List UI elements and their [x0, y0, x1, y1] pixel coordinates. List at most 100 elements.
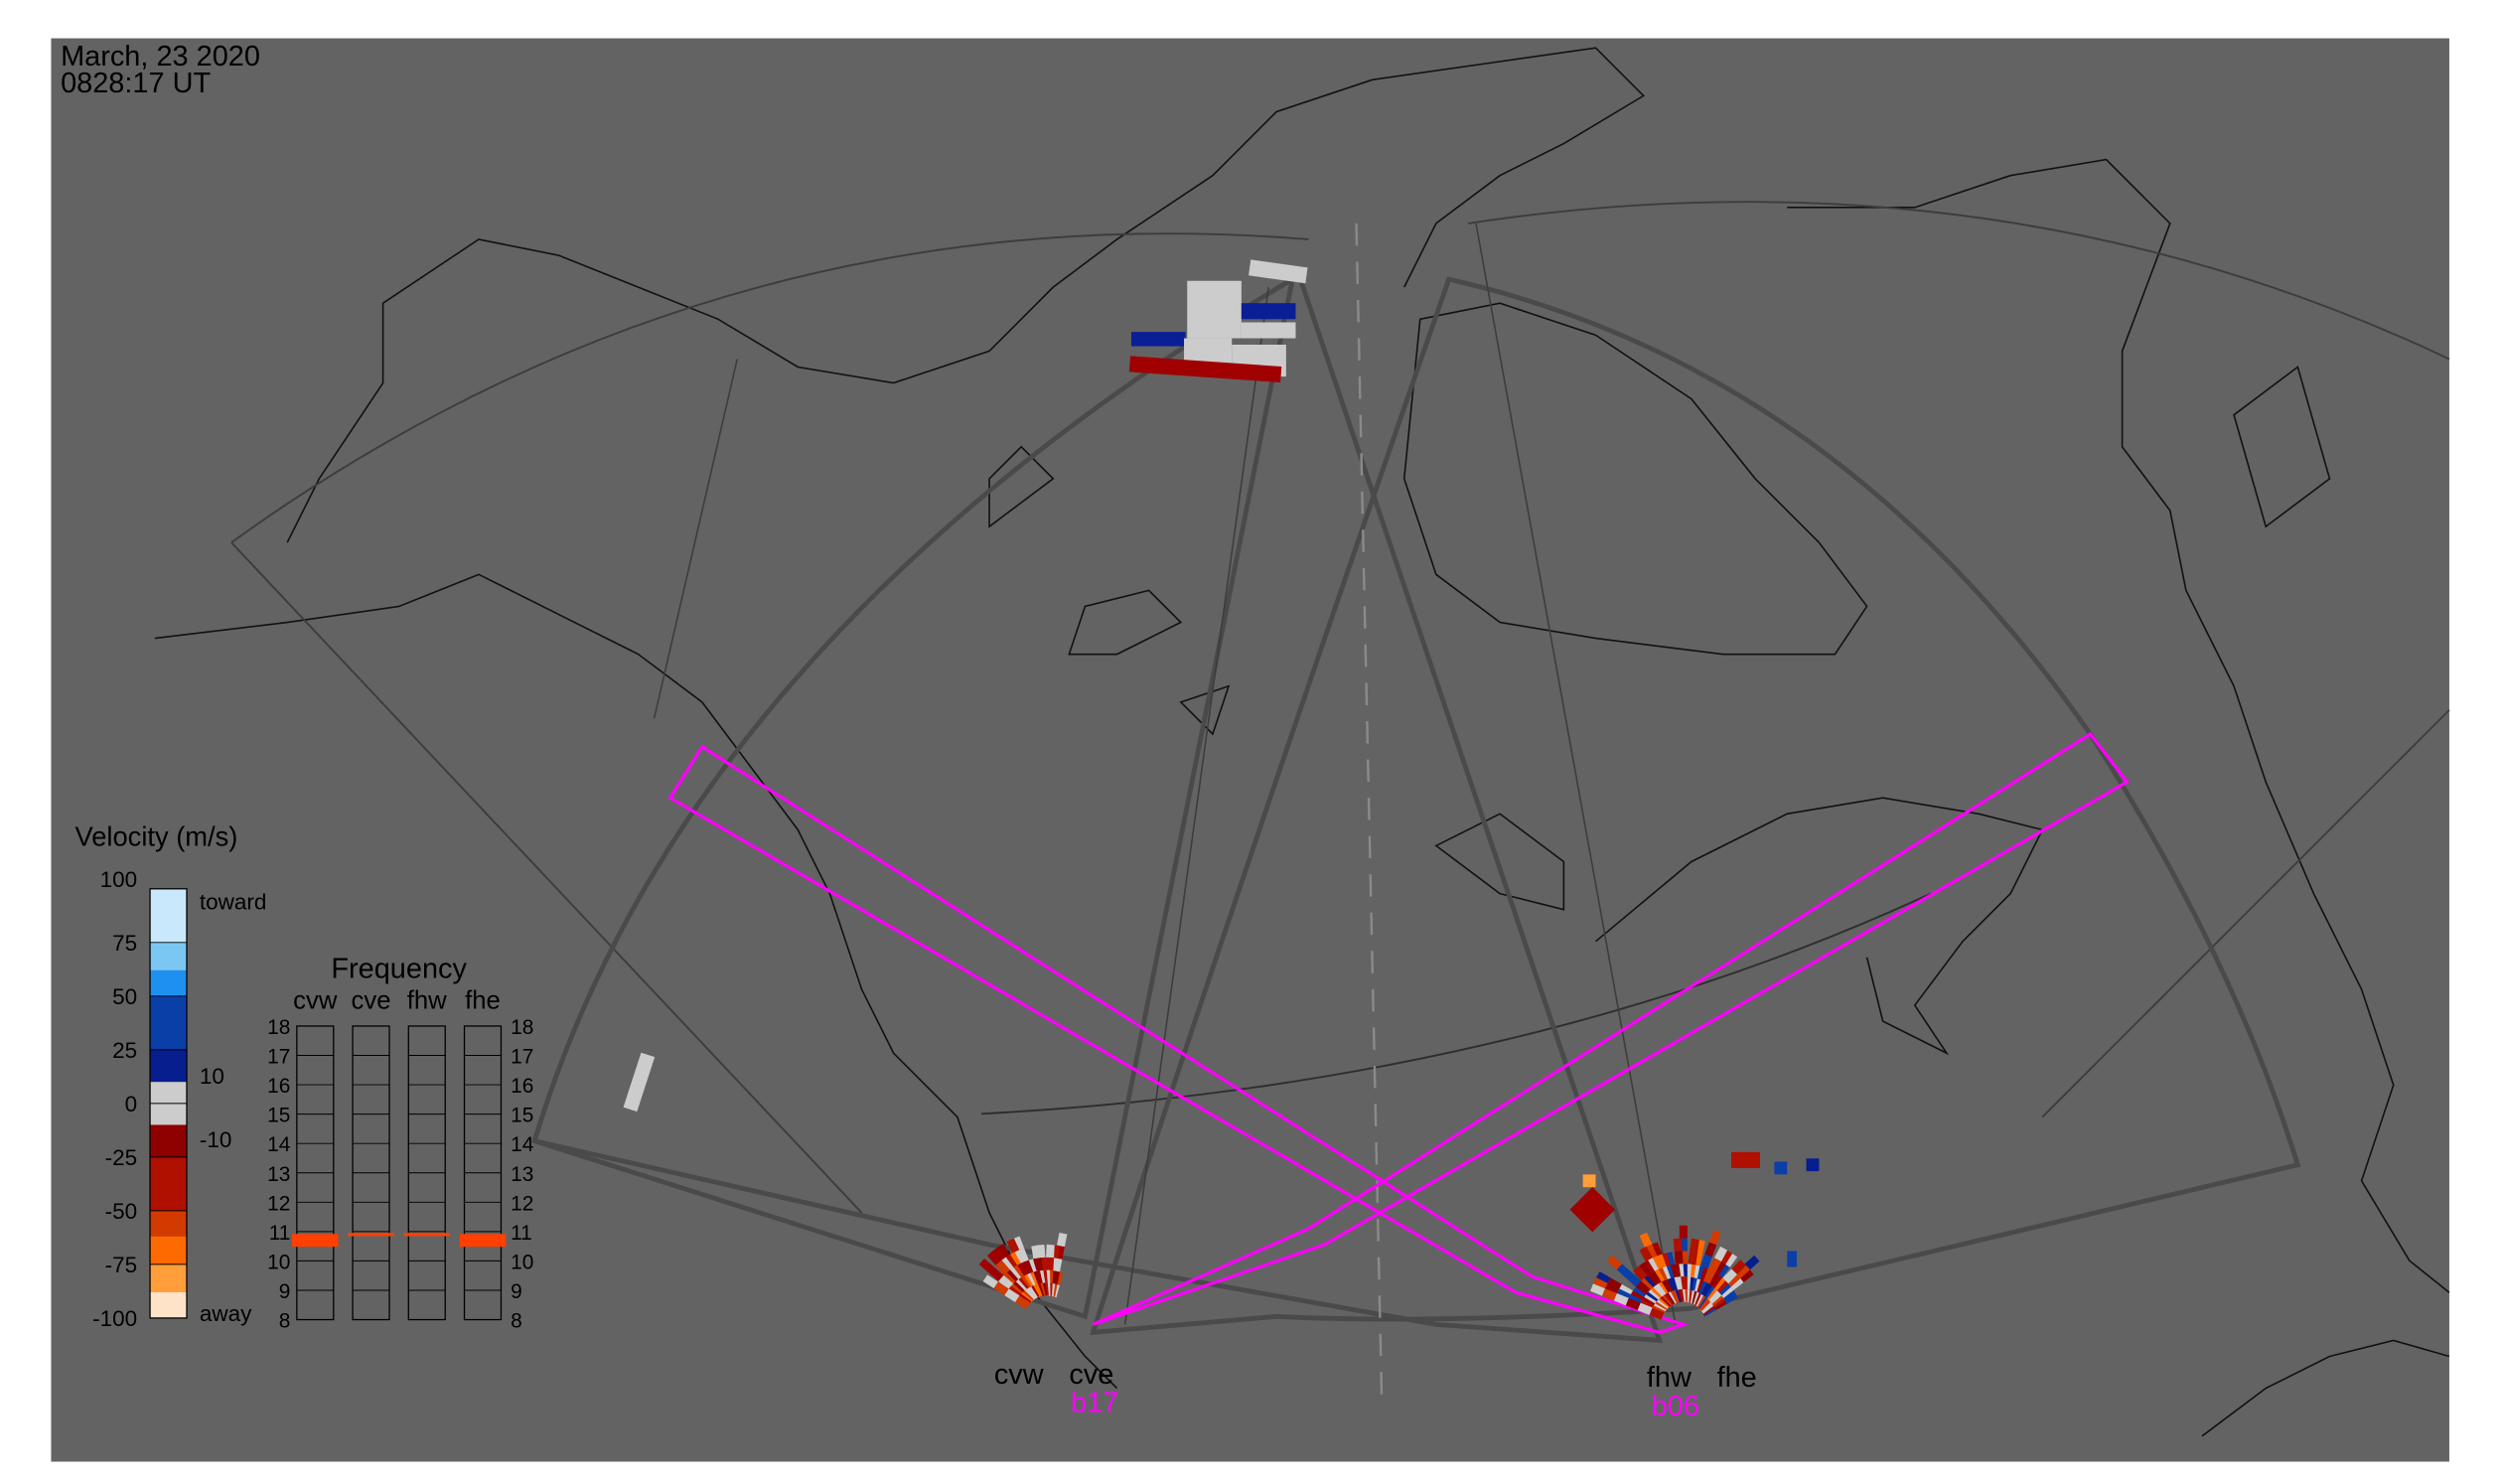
colorbar-segment — [150, 1292, 187, 1318]
radar-label-cvw: cvw — [994, 1359, 1044, 1391]
colorbar-segment — [150, 1263, 187, 1293]
latitude-circle — [230, 541, 863, 1214]
velocity-cell — [1004, 1288, 1020, 1303]
velocity-cell — [1031, 1245, 1042, 1260]
frequency-title: Frequency — [331, 954, 467, 985]
frequency-tick-left: 12 — [267, 1192, 290, 1215]
velocity-cell — [1637, 1262, 1652, 1278]
beam-label-b17: b17 — [1071, 1388, 1118, 1419]
colorbar-frame — [149, 888, 188, 1319]
frequency-column-label: cve — [352, 986, 391, 1014]
beam-b06 — [667, 744, 1690, 1335]
legend-title: Velocity (m/s) — [75, 820, 238, 851]
velocity-cell — [1601, 1288, 1617, 1301]
velocity-cell — [996, 1243, 1010, 1260]
frequency-tick-left: 8 — [279, 1310, 291, 1333]
velocity-cell — [1606, 1277, 1622, 1291]
beam-label-b06: b06 — [1652, 1391, 1699, 1422]
frequency-tick-left: 13 — [267, 1163, 290, 1186]
velocity-cell — [1057, 1233, 1068, 1248]
colorbar-segment — [150, 1156, 187, 1211]
frequency-tick-right: 11 — [511, 1222, 532, 1245]
colorbar-tick-label: -100 — [92, 1306, 137, 1331]
date-label: March, 23 2020 — [61, 41, 260, 73]
colorbar-segment — [150, 1124, 187, 1157]
velocity-cell — [1650, 1242, 1663, 1258]
velocity-cell — [1639, 1246, 1653, 1261]
velocity-cell — [1744, 1255, 1760, 1270]
velocity-cell — [1723, 1252, 1738, 1267]
radar-label-fhe: fhe — [1717, 1362, 1757, 1394]
velocity-cell — [1679, 1225, 1688, 1239]
velocity-cell — [998, 1274, 1014, 1290]
velocity-cell — [995, 1260, 1010, 1275]
velocity-cell — [1688, 1251, 1698, 1265]
map-background — [51, 38, 2449, 1462]
frequency-tick-left: 10 — [267, 1251, 290, 1273]
frequency-column-label: fhe — [465, 986, 501, 1014]
frequency-tick-right: 9 — [511, 1280, 522, 1303]
latitude-circle — [980, 892, 1932, 1115]
colorbar-tick-label: 25 — [112, 1038, 137, 1063]
colorbar-segment — [150, 942, 187, 970]
velocity-cell — [986, 1250, 1002, 1265]
velocity-cell — [1707, 1258, 1722, 1273]
frequency-tick-left: 14 — [267, 1133, 290, 1156]
velocity-cell — [1592, 1277, 1608, 1290]
colorbar-tick-label: -50 — [105, 1199, 137, 1224]
frequency-tick-left: 15 — [267, 1105, 290, 1127]
colorbar-segment — [150, 969, 187, 996]
velocity-cell — [1701, 1268, 1716, 1284]
colorbar — [149, 888, 188, 1319]
frequency-column-label: fhw — [407, 986, 447, 1014]
velocity-cell — [1699, 1254, 1712, 1269]
velocity-cell — [1006, 1238, 1020, 1254]
colorbar-segment — [150, 995, 187, 1050]
frequency-marker — [292, 1234, 339, 1248]
legend-away: away — [200, 1301, 252, 1326]
velocity-cell — [1637, 1302, 1653, 1315]
velocity-cell — [1679, 1251, 1688, 1264]
velocity-cell — [1616, 1263, 1632, 1278]
colorbar-segment — [150, 1236, 187, 1264]
frequency-tick-right: 14 — [511, 1133, 533, 1156]
velocity-cell — [1674, 1251, 1684, 1264]
velocity-cell — [1725, 1271, 1741, 1287]
frequency-tick-right: 17 — [511, 1046, 533, 1069]
velocity-cell — [1722, 1290, 1738, 1304]
velocity-cell — [1015, 1295, 1031, 1310]
frequency-column-label: cvw — [293, 986, 338, 1014]
velocity-cell — [978, 1258, 994, 1273]
velocity-cell — [1713, 1246, 1728, 1261]
velocity-cell — [1644, 1244, 1658, 1260]
legend-threshold-pos: 10 — [200, 1064, 224, 1089]
colorbar-tick-label: 0 — [125, 1092, 138, 1116]
velocity-cell — [1633, 1265, 1648, 1281]
coastlines — [154, 47, 2450, 1437]
velocity-cell — [999, 1257, 1014, 1272]
velocity-cell — [1641, 1260, 1655, 1275]
radar-label-fhw: fhw — [1647, 1362, 1692, 1394]
frequency-tick-left: 17 — [267, 1046, 290, 1069]
frequency-tick-right: 16 — [511, 1075, 533, 1098]
time-label: 0828:17 UT — [61, 68, 211, 99]
cv-fov-west — [531, 274, 1296, 1320]
velocity-cell — [1635, 1280, 1651, 1296]
velocity-cell — [1704, 1242, 1717, 1258]
fh-fov-west — [533, 278, 1664, 1344]
velocity-cell — [982, 1274, 998, 1289]
selected-beams — [667, 731, 2130, 1335]
frequency-tick-right: 10 — [511, 1251, 533, 1273]
velocity-cell — [1045, 1257, 1055, 1271]
fields-of-view — [230, 201, 2450, 1405]
velocity-cell — [1613, 1292, 1629, 1306]
legend-toward: toward — [200, 890, 267, 915]
velocity-cell — [1738, 1267, 1754, 1283]
frequency-tick-left: 11 — [269, 1222, 291, 1245]
colorbar-segment — [150, 1049, 187, 1083]
